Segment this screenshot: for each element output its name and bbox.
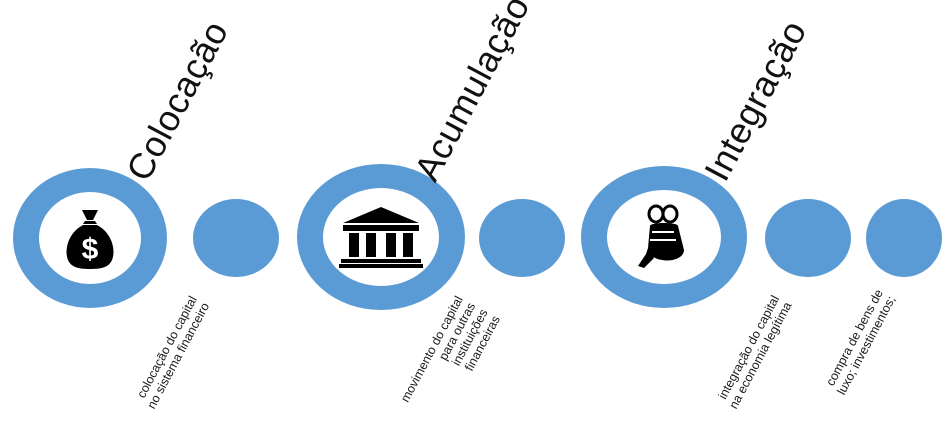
stage-colocacao-dot xyxy=(193,199,279,277)
stage-description-colocacao: colocação do capital no sistema financei… xyxy=(134,293,213,412)
stage-description-acumulacao: movimento do capital para outras institu… xyxy=(398,293,503,405)
extra-step-dot xyxy=(866,199,942,277)
stage-title-integracao: Integração xyxy=(696,13,815,188)
stage-acumulacao-dot xyxy=(479,199,565,277)
hand-with-money-icon xyxy=(634,204,694,270)
bank-icon xyxy=(339,205,423,269)
stage-colocacao-ring: $ xyxy=(13,168,167,308)
money-bag-icon: $ xyxy=(60,206,120,270)
stage-acumulacao-ring xyxy=(297,164,465,310)
stage-integracao-dot xyxy=(765,199,851,277)
stage-description-integracao: integração do capital na economia legíti… xyxy=(715,293,795,412)
svg-text:$: $ xyxy=(82,233,99,266)
extra-step-description: compra de bens de luxo; investimentos; xyxy=(823,287,899,398)
stage-title-acumulacao: Acumulação xyxy=(406,0,538,188)
stage-integracao-ring xyxy=(581,166,747,308)
stage-title-colocacao: Colocação xyxy=(118,13,237,188)
